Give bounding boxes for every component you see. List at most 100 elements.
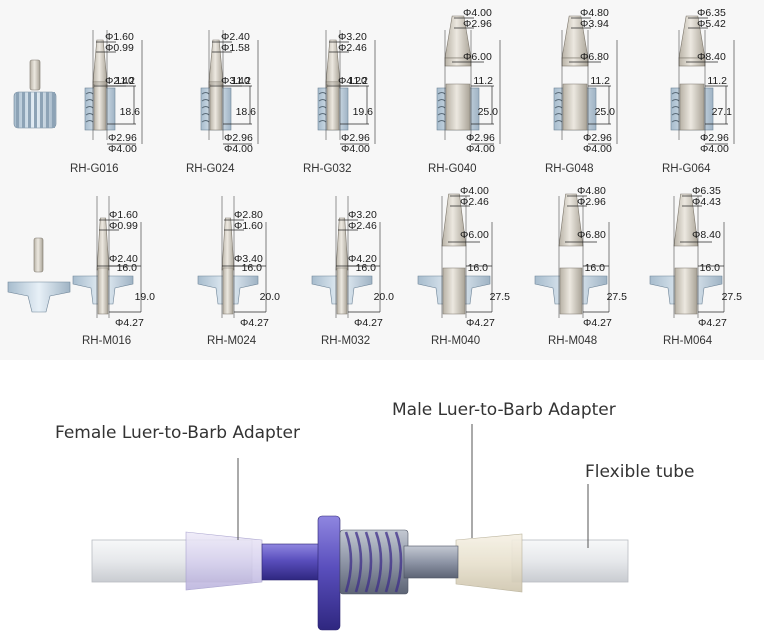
thread-mark: [85, 106, 94, 109]
cap-rib: [22, 92, 25, 128]
overall-length-label: 27.1: [712, 106, 733, 118]
cap-rib: [40, 92, 43, 128]
thread-mark: [437, 120, 446, 123]
tip-diameter-label: Φ1.60: [109, 209, 138, 221]
thread-mark: [201, 92, 210, 95]
inner-diameter-label: Φ2.96: [577, 196, 606, 208]
thread-mark: [318, 99, 327, 102]
model-label: RH-G064: [662, 163, 711, 175]
thread-mark: [671, 99, 680, 102]
bore-diameter-label: Φ2.96: [108, 132, 137, 144]
tip-diameter-label: Φ4.00: [463, 7, 492, 19]
model-label: RH-M016: [82, 335, 131, 347]
model-label: RH-G024: [186, 163, 235, 175]
barb-stem: [33, 237, 44, 273]
overall-length-label: 18.6: [236, 106, 257, 118]
bore-diameter-label: Φ2.96: [341, 132, 370, 144]
tip-diameter-label: Φ4.80: [577, 185, 606, 197]
model-label: RH-G040: [428, 163, 477, 175]
tip-diameter-label: Φ4.27: [466, 317, 495, 329]
thread-mark: [671, 92, 680, 95]
tip-diameter-label: Φ4.27: [698, 317, 727, 329]
bore-diameter-label: Φ2.96: [224, 132, 253, 144]
inner-diameter-label: Φ1.58: [221, 42, 250, 54]
barb-diameter-label: Φ8.40: [697, 51, 726, 63]
bore-diameter-label: Φ2.96: [700, 132, 729, 144]
bore-diameter-label: Φ2.96: [583, 132, 612, 144]
barb-stem: [96, 217, 110, 271]
assembly-panel: [0, 360, 764, 642]
barb-stem: [335, 217, 349, 271]
male-adapter-callout: Male Luer-to-Barb Adapter: [392, 400, 616, 420]
inner-diameter-label: Φ0.99: [105, 42, 134, 54]
model-label: RH-M024: [207, 335, 257, 347]
thread-mark: [437, 113, 446, 116]
male-adapter-barb-sleeve: [455, 533, 523, 593]
barb-diameter-label: Φ6.00: [463, 51, 492, 63]
barb-diameter-label: Φ6.80: [580, 51, 609, 63]
barb-diameter-label: Φ3.40: [221, 75, 250, 87]
barb-length-label: 11.2: [348, 75, 368, 87]
inner-diameter-label: Φ2.46: [348, 220, 377, 232]
barb-stem: [221, 217, 235, 271]
barb-diameter-label: Φ4.20: [348, 253, 377, 265]
thread-mark: [554, 120, 563, 123]
tip-diameter-label: Φ2.40: [221, 31, 250, 43]
thread-diameter-label: Φ4.00: [341, 143, 370, 155]
barb-length-label: 11.2: [115, 75, 135, 87]
male-adapter-body: [403, 545, 459, 579]
thread-mark: [318, 106, 327, 109]
inner-diameter-label: Φ5.42: [697, 18, 726, 30]
overall-length-label: 20.0: [260, 291, 281, 303]
thread-diameter-label: Φ4.00: [700, 143, 729, 155]
overall-length-label: 25.0: [478, 106, 499, 118]
tip-diameter-label: Φ4.27: [354, 317, 383, 329]
barb-diameter-label: Φ4.20: [338, 75, 367, 87]
model-label: RH-G016: [70, 163, 119, 175]
inner-diameter-label: Φ2.46: [338, 42, 367, 54]
cap-rib: [52, 92, 55, 128]
thread-diameter-label: Φ4.00: [466, 143, 495, 155]
tip-diameter-label: Φ4.27: [583, 317, 612, 329]
thread-mark: [85, 113, 94, 116]
bore-diameter-label: Φ2.96: [466, 132, 495, 144]
overall-length-label: 20.0: [374, 291, 395, 303]
barb-length-label: 16.0: [468, 262, 489, 274]
thread-mark: [201, 120, 210, 123]
overall-length-label: 19.6: [353, 106, 374, 118]
cap-rib: [16, 92, 19, 128]
barb-length-label: 16.0: [242, 262, 263, 274]
thread-mark: [554, 99, 563, 102]
model-label: RH-G048: [545, 163, 594, 175]
thread-mark: [318, 92, 327, 95]
barb-length-label: 11.2: [707, 75, 727, 87]
inner-diameter-label: Φ4.43: [692, 196, 721, 208]
thread-mark: [85, 120, 94, 123]
cap-rib: [28, 92, 31, 128]
barb-length-label: 11.2: [473, 75, 493, 87]
tip-diameter-label: Φ2.80: [234, 209, 263, 221]
female-adapter-preview-icon: [13, 59, 57, 129]
barb-length-label: 16.0: [585, 262, 606, 274]
thread-mark: [671, 106, 680, 109]
female-adapter-body: [261, 543, 323, 581]
thread-mark: [201, 113, 210, 116]
thread-mark: [318, 113, 327, 116]
inner-diameter-label: Φ2.46: [460, 196, 489, 208]
model-label: RH-M064: [663, 335, 713, 347]
barb-stem: [29, 59, 41, 91]
luer-tip: [442, 267, 466, 315]
barb-length-label: 11.2: [590, 75, 610, 87]
thread-mark: [671, 120, 680, 123]
cap-rib: [34, 92, 37, 128]
barb-length-label: 16.0: [356, 262, 377, 274]
luer-tip: [97, 267, 109, 315]
tip-diameter-label: Φ6.35: [692, 185, 721, 197]
